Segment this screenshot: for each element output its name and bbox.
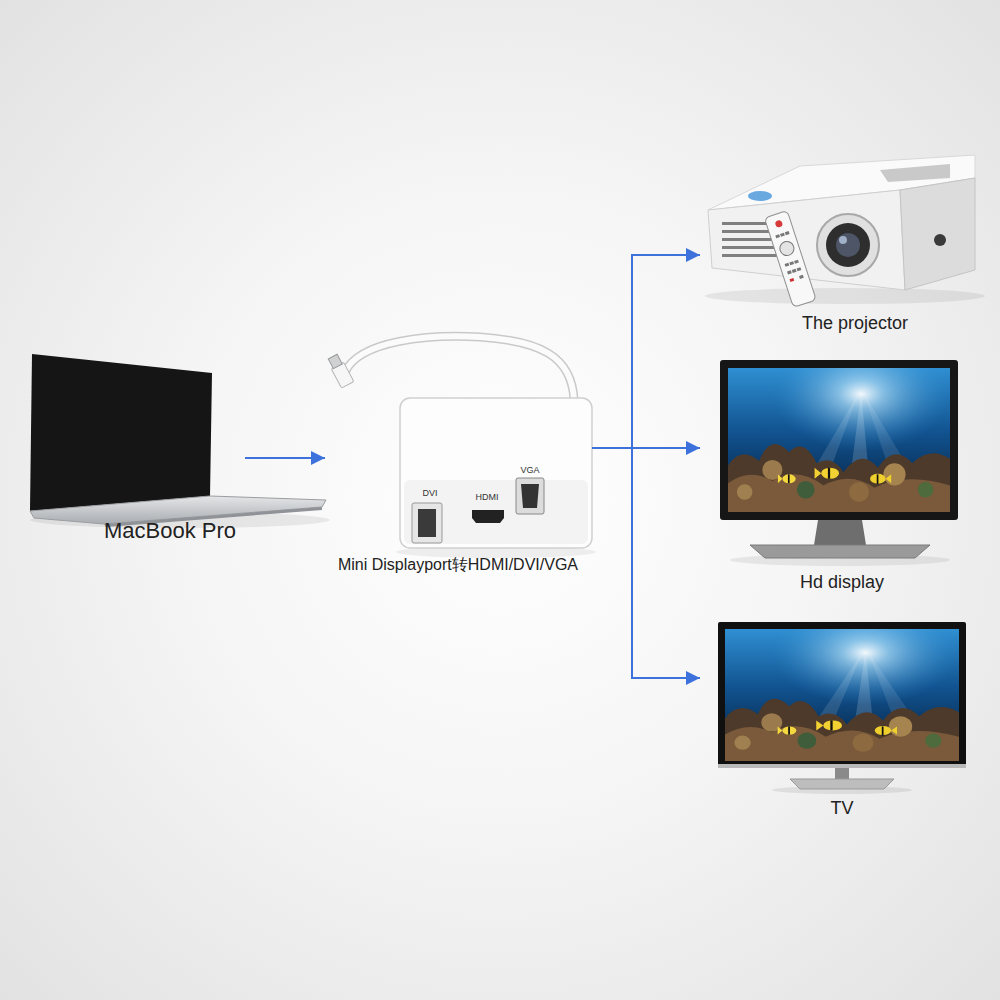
port-label: DVI <box>422 488 437 498</box>
projector-figure-part-part <box>787 270 792 274</box>
projector-figure-part <box>764 211 816 308</box>
projector-figure-part-part <box>778 240 796 258</box>
laptop-node: MacBook Pro <box>95 350 245 546</box>
projector-figure-part <box>826 223 870 267</box>
display-node: Hd display <box>700 355 970 595</box>
adapter-figure-part <box>412 503 442 543</box>
device-label: The projector <box>802 313 908 334</box>
monitor-figure-part <box>720 360 958 520</box>
projector-figure-part-part <box>775 234 780 238</box>
adapter-figure-part <box>516 478 544 514</box>
signal-arrow <box>592 255 700 448</box>
device-label: TV <box>830 798 853 819</box>
projector-figure-part-part <box>780 233 785 237</box>
projector-figure-part <box>934 234 946 246</box>
laptop-figure <box>30 354 330 528</box>
port-label: VGA <box>520 465 539 475</box>
projector-figure-part <box>839 236 847 244</box>
projector-node: The projector <box>700 150 996 335</box>
projector-figure-part <box>900 178 975 290</box>
projector-figure-part-part <box>722 246 782 249</box>
adapter-figure-part <box>400 398 592 548</box>
signal-arrow <box>592 448 700 678</box>
monitor-figure-part <box>750 545 930 558</box>
projector-figure-part <box>880 164 950 182</box>
projector-figure-part <box>817 214 879 276</box>
adapter-figure-part <box>418 509 436 537</box>
projector-figure-part-part <box>774 219 783 228</box>
projector-figure-part-part <box>785 263 790 267</box>
adapter-figure-part <box>345 336 574 400</box>
adapter-caption: Mini Displayport转HDMI/DVI/VGA <box>338 556 578 574</box>
tv-figure-part <box>835 768 849 779</box>
projector-figure-part-part <box>790 278 795 282</box>
adapter-figure-part <box>345 336 574 400</box>
laptop-figure-part <box>30 354 212 511</box>
projector-figure-part-part <box>797 267 802 271</box>
projector-figure-part-part <box>792 269 797 273</box>
projector-figure-part <box>748 191 772 201</box>
projector-figure-part-part <box>785 231 790 235</box>
adapter-figure <box>326 336 596 558</box>
device-label: MacBook Pro <box>104 518 236 543</box>
tv-figure-part <box>718 764 966 768</box>
device-label: Hd display <box>800 572 884 593</box>
adapter-node: DVI HDMI VGA Mini Displayport转HDMI/DVI/VGA <box>325 398 592 584</box>
adapter-figure-part-part <box>328 354 342 368</box>
projector-figure-part-part <box>764 211 816 308</box>
projector-figure-part <box>836 233 860 257</box>
projector-figure-part <box>705 288 985 304</box>
adapter-figure-part <box>326 353 353 388</box>
laptop-figure-part <box>38 364 204 502</box>
tv-figure-part <box>718 622 966 768</box>
projector-figure-part-part <box>789 261 794 265</box>
monitor-figure-part <box>814 520 866 545</box>
tv-node: TV <box>700 615 970 820</box>
projector-figure-part-part <box>799 275 804 279</box>
port-label: HDMI <box>476 492 499 502</box>
signal-arrow <box>245 457 325 459</box>
projector-figure-part-part <box>722 254 782 257</box>
monitor-figure <box>720 360 958 566</box>
tv-figure <box>718 622 966 794</box>
monitor-figure-part <box>728 368 950 512</box>
projector-figure-part-part <box>794 260 799 264</box>
adapter-figure-part <box>472 510 504 523</box>
tv-figure-part <box>790 779 894 789</box>
adapter-figure-part <box>521 484 539 508</box>
projector-figure <box>705 155 985 307</box>
adapter-figure-part <box>404 480 588 544</box>
tv-figure-part <box>725 629 959 761</box>
